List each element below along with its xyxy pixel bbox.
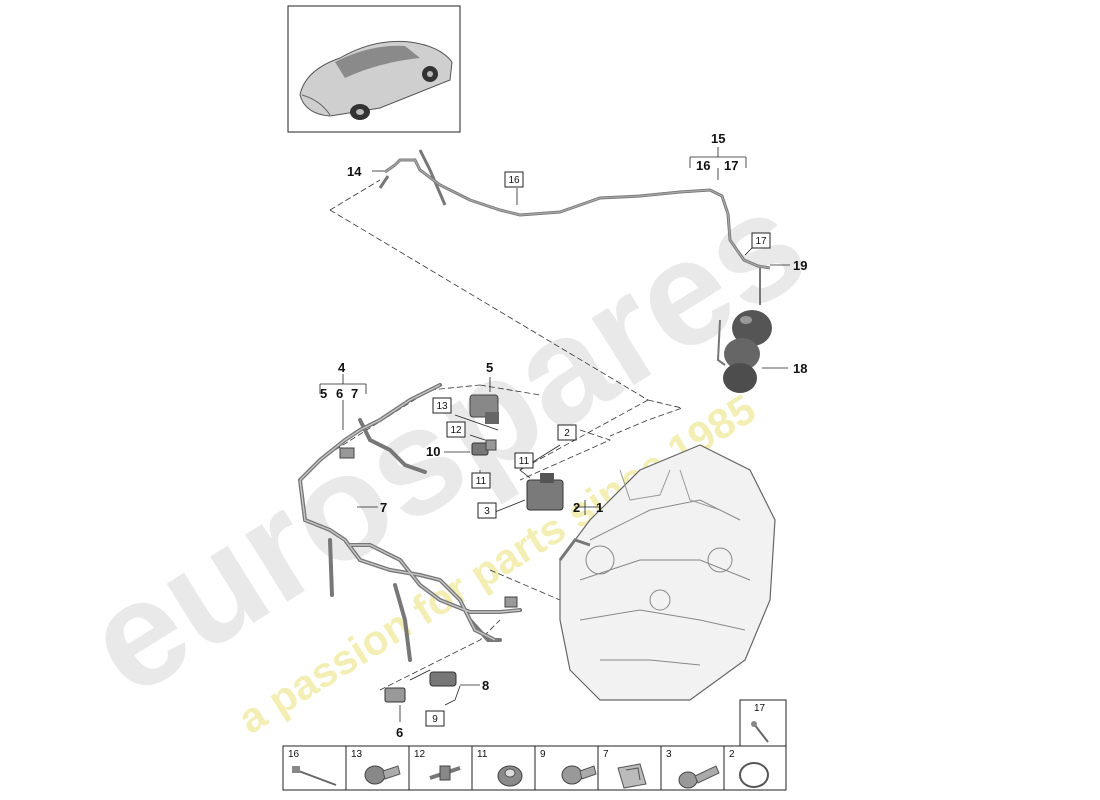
components	[339, 394, 564, 703]
callout-15-16: 16	[696, 158, 710, 173]
boxed-callout-17: 17	[755, 236, 767, 247]
callout-4: 4	[338, 360, 346, 375]
callout-18: 18	[793, 361, 807, 376]
cable-tie-icon	[292, 766, 337, 786]
screw-icon	[561, 765, 597, 785]
car-thumbnail-icon	[287, 5, 461, 133]
parts-legend: 17 16 13 12 11 9 7 3 2	[282, 699, 787, 791]
o-ring-icon	[739, 762, 769, 788]
callout-2: 2	[573, 500, 580, 515]
legend-cell-3: 3	[666, 749, 672, 760]
legend-cell-2: 2	[729, 749, 735, 760]
long-bolt-icon	[678, 765, 720, 789]
solid-leaders	[319, 147, 790, 722]
callout-8: 8	[482, 678, 489, 693]
legend-cell-11: 11	[477, 749, 488, 760]
legend-cell-9: 9	[540, 749, 546, 760]
clip-icon	[617, 763, 647, 789]
callout-14: 14	[347, 164, 362, 179]
callout-1: 1	[596, 500, 603, 515]
engine-block-icon	[558, 444, 776, 701]
callout-15-17: 17	[724, 158, 738, 173]
boxed-callout-3: 3	[484, 506, 490, 517]
callout-6: 6	[396, 725, 403, 740]
legend-cell-12: 12	[414, 749, 426, 760]
legend-cell-16: 16	[288, 749, 300, 760]
vacuum-reservoir-icon	[716, 268, 772, 393]
sensor-icon	[429, 765, 461, 781]
boxed-callout-16: 16	[508, 175, 520, 186]
nut-icon	[497, 765, 523, 787]
boxed-callout-11-a: 11	[519, 456, 530, 467]
callout-4-6: 6	[336, 386, 343, 401]
boxed-callout-2: 2	[564, 428, 570, 439]
legend-cell-13: 13	[351, 749, 363, 760]
boxed-callout-12: 12	[450, 425, 462, 436]
callout-19: 19	[793, 258, 807, 273]
callout-10: 10	[426, 444, 440, 459]
boxed-callout-11-b: 11	[476, 476, 487, 487]
bolt-icon	[364, 765, 401, 785]
callout-5: 5	[486, 360, 493, 375]
callout-4-7: 7	[351, 386, 358, 401]
callout-7: 7	[380, 500, 387, 515]
boxed-callout-9: 9	[432, 714, 438, 725]
callout-labels: 14 15 16 17 19 18 4 5 6 7 5 10 7 2 1 8 6	[320, 131, 807, 740]
legend-top-number: 17	[754, 703, 766, 714]
boxed-callout-13: 13	[436, 401, 448, 412]
callout-15: 15	[711, 131, 725, 146]
legend-cell-7: 7	[603, 749, 609, 760]
boxed-callouts: 16 17 13 12 11 11 2 3 9	[425, 171, 771, 727]
callout-4-5: 5	[320, 386, 327, 401]
